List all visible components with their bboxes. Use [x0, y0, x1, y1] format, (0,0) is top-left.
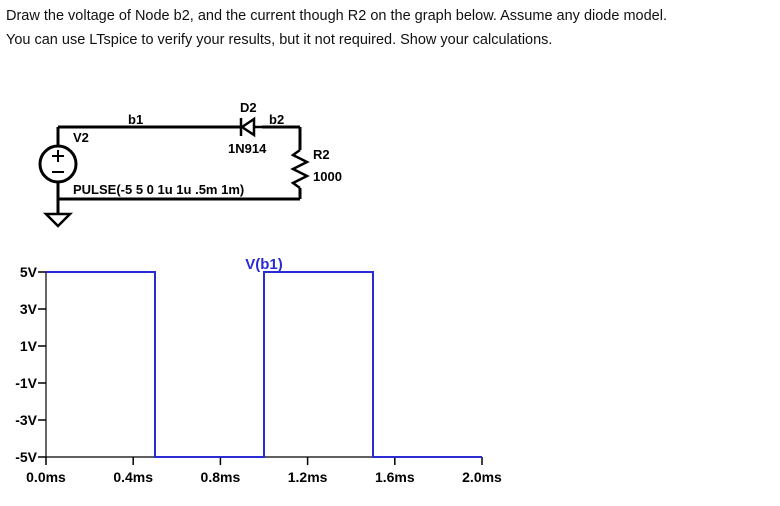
schematic	[38, 125, 310, 214]
resistor-ref-label: R2	[313, 147, 330, 162]
question-text: Draw the voltage of Node b2, and the cur…	[6, 4, 776, 52]
trace-label: V(b1)	[245, 256, 283, 273]
x-tick-label: 2.0ms	[462, 469, 502, 485]
y-tick-label: 5V	[20, 264, 38, 280]
x-tick-label: 0.8ms	[201, 469, 241, 485]
x-tick-label: 1.6ms	[375, 469, 415, 485]
node-label-b2: b2	[269, 112, 284, 127]
resistor-r2	[290, 148, 310, 190]
diode-ref-label: D2	[240, 100, 257, 115]
x-tick-label: 1.2ms	[288, 469, 328, 485]
x-tick-label: 0.0ms	[26, 469, 66, 485]
ground-symbol	[42, 212, 74, 228]
trace-v-b1	[46, 271, 482, 458]
y-tick-label: -1V	[15, 375, 37, 391]
x-tick-label: 0.4ms	[113, 469, 153, 485]
y-tick-label: -3V	[15, 412, 37, 428]
source-polarity	[52, 150, 64, 173]
diode-d2	[239, 116, 262, 138]
question-line-2: You can use LTspice to verify your resul…	[6, 32, 553, 48]
y-tick-label: -5V	[15, 449, 37, 465]
node-label-b1: b1	[128, 112, 143, 127]
question-line-1: Draw the voltage of Node b2, and the cur…	[6, 8, 667, 24]
diode-model-label: 1N914	[228, 141, 267, 156]
plot-area: 5V 3V 1V -1V -3V -5V 0.0ms 0.4ms 0.8ms 1.2ms 1.6m…	[15, 256, 502, 485]
source-ref-label: V2	[73, 130, 89, 145]
y-tick-label: 3V	[20, 301, 38, 317]
resistor-value-label: 1000	[313, 169, 342, 184]
x-axis: 0.0ms 0.4ms 0.8ms 1.2ms 1.6ms 2.0ms	[26, 456, 502, 485]
y-axis: 5V 3V 1V -1V -3V -5V	[15, 264, 47, 465]
y-tick-label: 1V	[20, 338, 38, 354]
source-value-label: PULSE(-5 5 0 1u 1u .5m 1m)	[73, 182, 244, 197]
